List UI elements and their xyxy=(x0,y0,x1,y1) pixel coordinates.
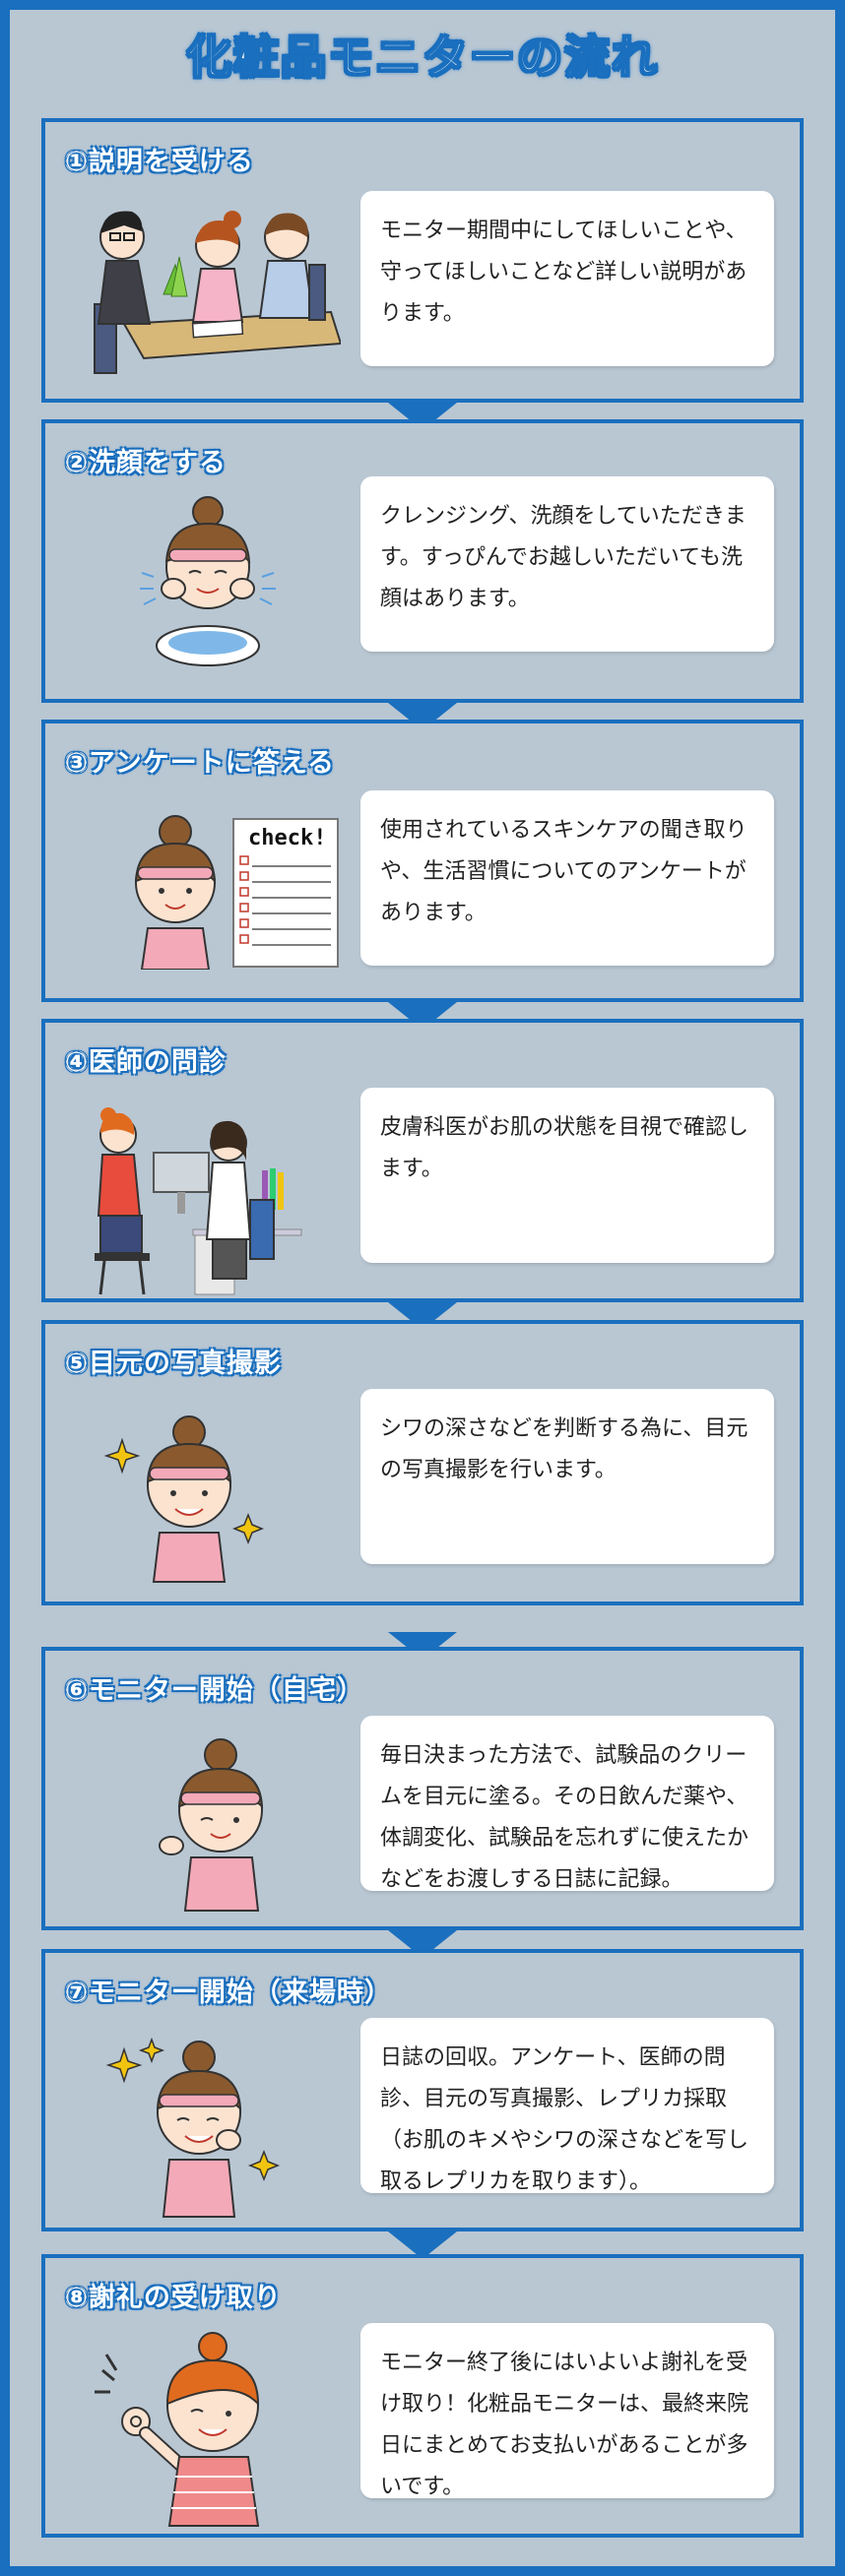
step-8-card: ⑧謝礼の受け取り モニター終了後にはいよいよ謝礼を受け取り！化粧品モニターは、最… xyxy=(41,2254,804,2538)
doctor-consultation-illustration xyxy=(95,1107,302,1295)
step-title: ②洗顔をする xyxy=(65,448,227,478)
step-title: ⑧謝礼の受け取り xyxy=(65,2283,282,2313)
step-description: 使用されているスキンケアの聞き取りや、生活習慣についてのアンケートがあります。 xyxy=(360,790,774,966)
step-description: クレンジング、洗顔をしていただきます。すっぴんでお越しいただいても洗顔はあります… xyxy=(360,476,774,652)
step-title: ④医師の問診 xyxy=(65,1047,227,1078)
step-description: モニター期間中にしてほしいことや、守ってほしいことなど詳しい説明があります。 xyxy=(360,191,774,366)
step-1-card: ①説明を受ける モニター期間中にしてほしいことや、守ってほしいことなど詳しい説明… xyxy=(41,118,804,403)
step-4-card: ④医師の問診 皮膚科医がお肌の状態を目視で確認します。 xyxy=(41,1019,804,1302)
questionnaire-illustration: check! xyxy=(232,818,339,968)
step-title: ⑥モニター開始（自宅） xyxy=(65,1675,364,1706)
step-5-card: ⑤目元の写真撮影 シワの深さなどを判断する為に、目元の写真撮影を行います。 xyxy=(41,1320,804,1605)
checklist-lines xyxy=(239,855,331,946)
student-illustration xyxy=(134,815,217,970)
meeting-illustration xyxy=(94,211,341,374)
eye-photo-illustration xyxy=(103,1415,265,1583)
page-title: 化粧品モニターの流れ xyxy=(185,30,659,85)
clinic-visit-illustration xyxy=(106,2037,281,2218)
step-description: シワの深さなどを判断する為に、目元の写真撮影を行います。 xyxy=(360,1389,774,1564)
step-description: 日誌の回収。アンケート、医師の問診、目元の写真撮影、レプリカ採取（お肌のキメやシ… xyxy=(360,2018,774,2194)
step-description: 毎日決まった方法で、試験品のクリームを目元に塗る。その日飲んだ薬や、体調変化、試… xyxy=(360,1716,774,1892)
reward-ok-illustration xyxy=(95,2332,260,2527)
step-description: モニター終了後にはいよいよ謝礼を受け取り！化粧品モニターは、最終来院日にまとめて… xyxy=(360,2323,774,2499)
step-2-card: ②洗顔をする クレンジング、洗顔をしていただきます。すっぴんでお越しいただいても… xyxy=(41,419,804,703)
step-title: ⑤目元の写真撮影 xyxy=(65,1349,282,1379)
step-title: ⑦モニター開始（来場時） xyxy=(65,1978,392,2008)
step-3-card: ③アンケートに答える check! 使用されているスキンケアの聞き取りや、生活習… xyxy=(41,720,804,1002)
step-6-card: ⑥モニター開始（自宅） 毎日決まった方法で、試験品のクリームを目元に塗る。その日… xyxy=(41,1647,804,1930)
step-title: ③アンケートに答える xyxy=(65,748,335,779)
checklist-heading: check! xyxy=(248,826,327,850)
home-cream-illustration xyxy=(159,1738,264,1912)
face-wash-illustration xyxy=(140,496,276,666)
step-7-card: ⑦モニター開始（来場時） 日誌の回収。アンケート、医師の問診、目元の写真撮影、レ… xyxy=(41,1949,804,2231)
step-description: 皮膚科医がお肌の状態を目視で確認します。 xyxy=(360,1088,774,1263)
step-title: ①説明を受ける xyxy=(65,147,254,177)
